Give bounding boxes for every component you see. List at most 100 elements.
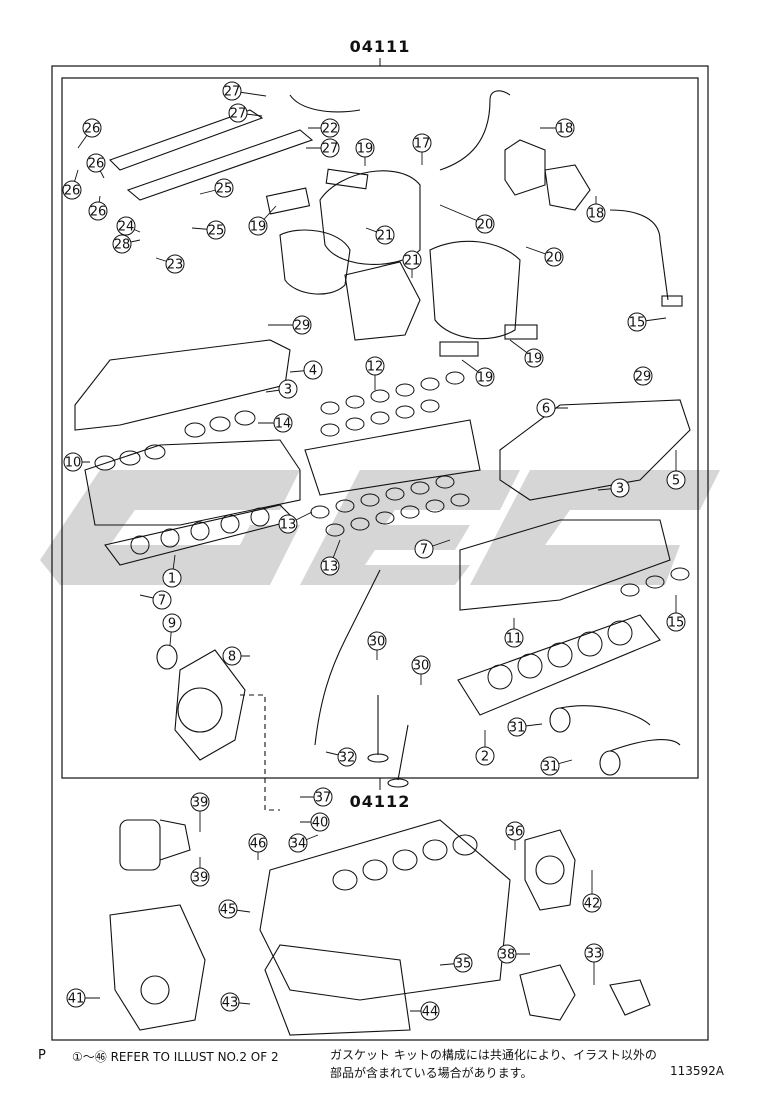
- callout-circle: [320, 138, 340, 158]
- callout-18: 18: [586, 196, 606, 223]
- callout-circle: [497, 944, 517, 964]
- callout-number: 15: [629, 316, 646, 331]
- callout-20: 20: [439, 204, 495, 234]
- callout-circle: [112, 234, 132, 254]
- callout-circle: [278, 379, 298, 399]
- callout-circle: [420, 1001, 440, 1021]
- callout-32: 32: [325, 747, 357, 767]
- callout-circle: [337, 747, 357, 767]
- callout-number: 15: [668, 616, 685, 631]
- callout-circle: [206, 220, 226, 240]
- callout-35: 35: [439, 953, 473, 973]
- callout-circle: [162, 568, 182, 588]
- callout-number: 36: [507, 825, 524, 840]
- callout-22: 22: [308, 118, 340, 138]
- callout-circle: [88, 201, 108, 221]
- callout-circle: [540, 756, 560, 776]
- callout-circle: [375, 225, 395, 245]
- callout-38: 38: [497, 944, 530, 964]
- callout-number: 39: [192, 871, 209, 886]
- callout-number: 5: [672, 474, 680, 489]
- callout-36: 36: [505, 821, 525, 850]
- callout-circle: [162, 613, 182, 633]
- callout-19: 19: [509, 339, 544, 368]
- callout-30: 30: [411, 655, 431, 685]
- callout-31: 31: [540, 756, 573, 776]
- callout-circle: [475, 367, 495, 387]
- callout-circle: [402, 250, 422, 270]
- callout-number: 26: [84, 122, 101, 137]
- callout-31: 31: [507, 717, 543, 737]
- callout-circle: [633, 366, 653, 386]
- callout-circle: [320, 556, 340, 576]
- callout-circle: [582, 893, 602, 913]
- callout-44: 44: [410, 1001, 440, 1021]
- callout-9: 9: [162, 613, 182, 646]
- callout-circle: [507, 717, 527, 737]
- callout-circle: [365, 356, 385, 376]
- callout-number: 44: [422, 1005, 439, 1020]
- callout-26: 26: [62, 169, 82, 200]
- callout-number: 30: [413, 659, 430, 674]
- callout-number: 29: [294, 319, 311, 334]
- callout-19: 19: [355, 138, 375, 166]
- callout-41: 41: [66, 988, 100, 1008]
- callout-27: 27: [228, 103, 263, 123]
- callout-10: 10: [63, 452, 90, 472]
- callout-circle: [504, 628, 524, 648]
- callout-17: 17: [412, 133, 432, 165]
- callout-circle: [411, 655, 431, 675]
- callout-number: 20: [477, 218, 494, 233]
- callout-circle: [292, 315, 312, 335]
- callout-number: 22: [322, 122, 339, 137]
- callout-circle: [248, 833, 268, 853]
- callout-number: 1: [168, 572, 176, 587]
- callout-number: 41: [68, 992, 85, 1007]
- callout-circle: [66, 988, 86, 1008]
- callout-number: 27: [322, 142, 339, 157]
- callout-18: 18: [540, 118, 575, 138]
- callout-circle: [355, 138, 375, 158]
- callout-circle: [190, 792, 210, 812]
- callout-46: 46: [248, 833, 268, 860]
- callout-circle: [82, 118, 102, 138]
- callout-circle: [220, 992, 240, 1012]
- callout-6: 6: [536, 398, 568, 418]
- callout-circle: [453, 953, 473, 973]
- callout-circle: [412, 133, 432, 153]
- callout-number: 30: [369, 635, 386, 650]
- callout-number: 25: [216, 182, 233, 197]
- callout-number: 31: [542, 760, 559, 775]
- callout-number: 46: [250, 837, 267, 852]
- callout-number: 42: [584, 897, 601, 912]
- callout-circle: [524, 348, 544, 368]
- callout-circle: [228, 103, 248, 123]
- callout-circle: [273, 413, 293, 433]
- callout-number: 4: [309, 364, 317, 379]
- callout-21: 21: [365, 225, 395, 245]
- callout-circle: [584, 943, 604, 963]
- callout-20: 20: [525, 246, 564, 267]
- callout-circle: [320, 118, 340, 138]
- callout-number: 24: [118, 220, 135, 235]
- callout-number: 20: [546, 251, 563, 266]
- callout-number: 29: [635, 370, 652, 385]
- callout-number: 19: [477, 371, 494, 386]
- callout-4: 4: [289, 360, 323, 380]
- callout-7: 7: [414, 539, 451, 559]
- callout-29: 29: [633, 366, 653, 386]
- callout-42: 42: [582, 870, 602, 913]
- callout-number: 45: [220, 903, 237, 918]
- callout-number: 19: [357, 142, 374, 157]
- callout-1: 1: [162, 554, 182, 588]
- callout-number: 11: [506, 632, 523, 647]
- callout-circle: [313, 787, 333, 807]
- callout-number: 23: [167, 258, 184, 273]
- callout-8: 8: [222, 646, 250, 666]
- callout-number: 8: [228, 650, 236, 665]
- callout-circle: [116, 216, 136, 236]
- callout-number: 40: [312, 816, 329, 831]
- japanese-note-line1: ガスケット キットの構成には共通化により、イラスト以外の: [330, 1048, 657, 1062]
- callout-number: 13: [322, 560, 339, 575]
